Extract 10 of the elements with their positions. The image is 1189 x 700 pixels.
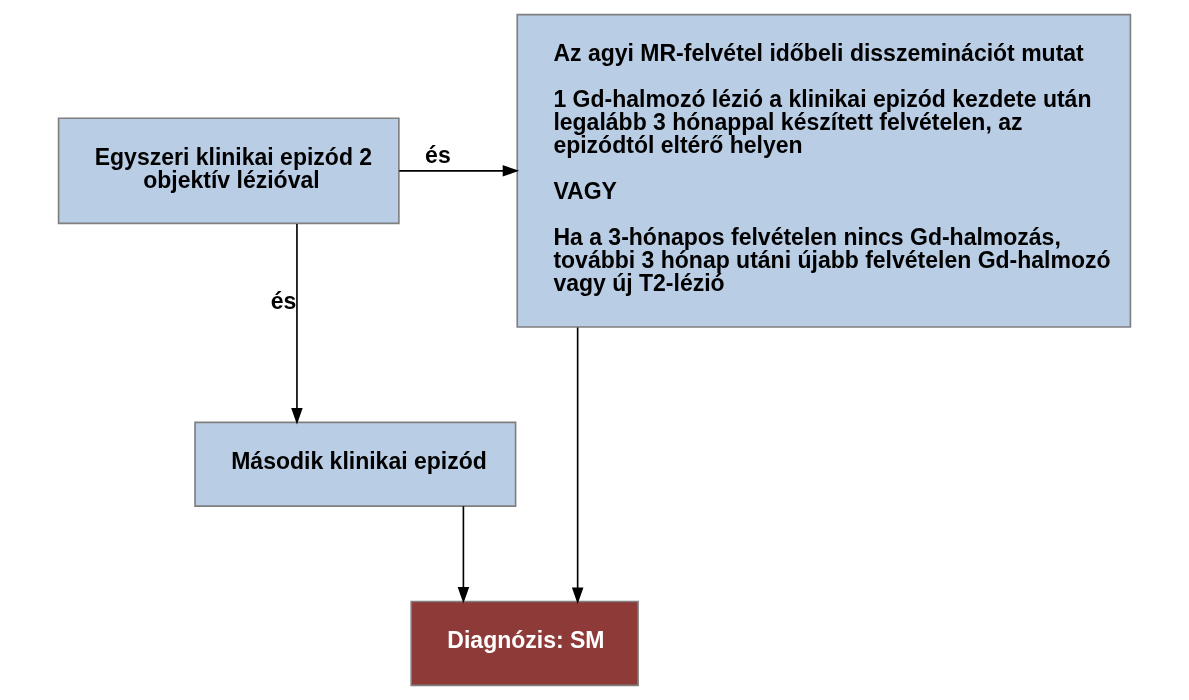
edge-label: és bbox=[270, 287, 297, 314]
arrow bbox=[571, 326, 584, 604]
node-box: Az agyi MR-felvétel időbeli disszeminációt mutat 1 Gd-halmozó lézió a klinikai epizód kezdete után legalább 3 hónappal készített felvételen, az epizódtól eltérő helyen VAGY Ha a 3-hónapos felvételen nincs Gd-halmozás, további 3 hónap utáni újabb felvételen Gd-halmozó vagy új T2-lézió bbox=[516, 13, 1132, 328]
arrow bbox=[457, 505, 470, 604]
node-box: Egyszeri klinikai epizód 2 objektív lézióval bbox=[57, 117, 400, 225]
node-box: Diagnózis: SM bbox=[410, 600, 639, 687]
edge-label: és bbox=[425, 141, 451, 168]
node-box: Második klinikai epizód bbox=[194, 421, 517, 507]
arrow bbox=[291, 223, 303, 425]
arrow bbox=[398, 165, 520, 177]
